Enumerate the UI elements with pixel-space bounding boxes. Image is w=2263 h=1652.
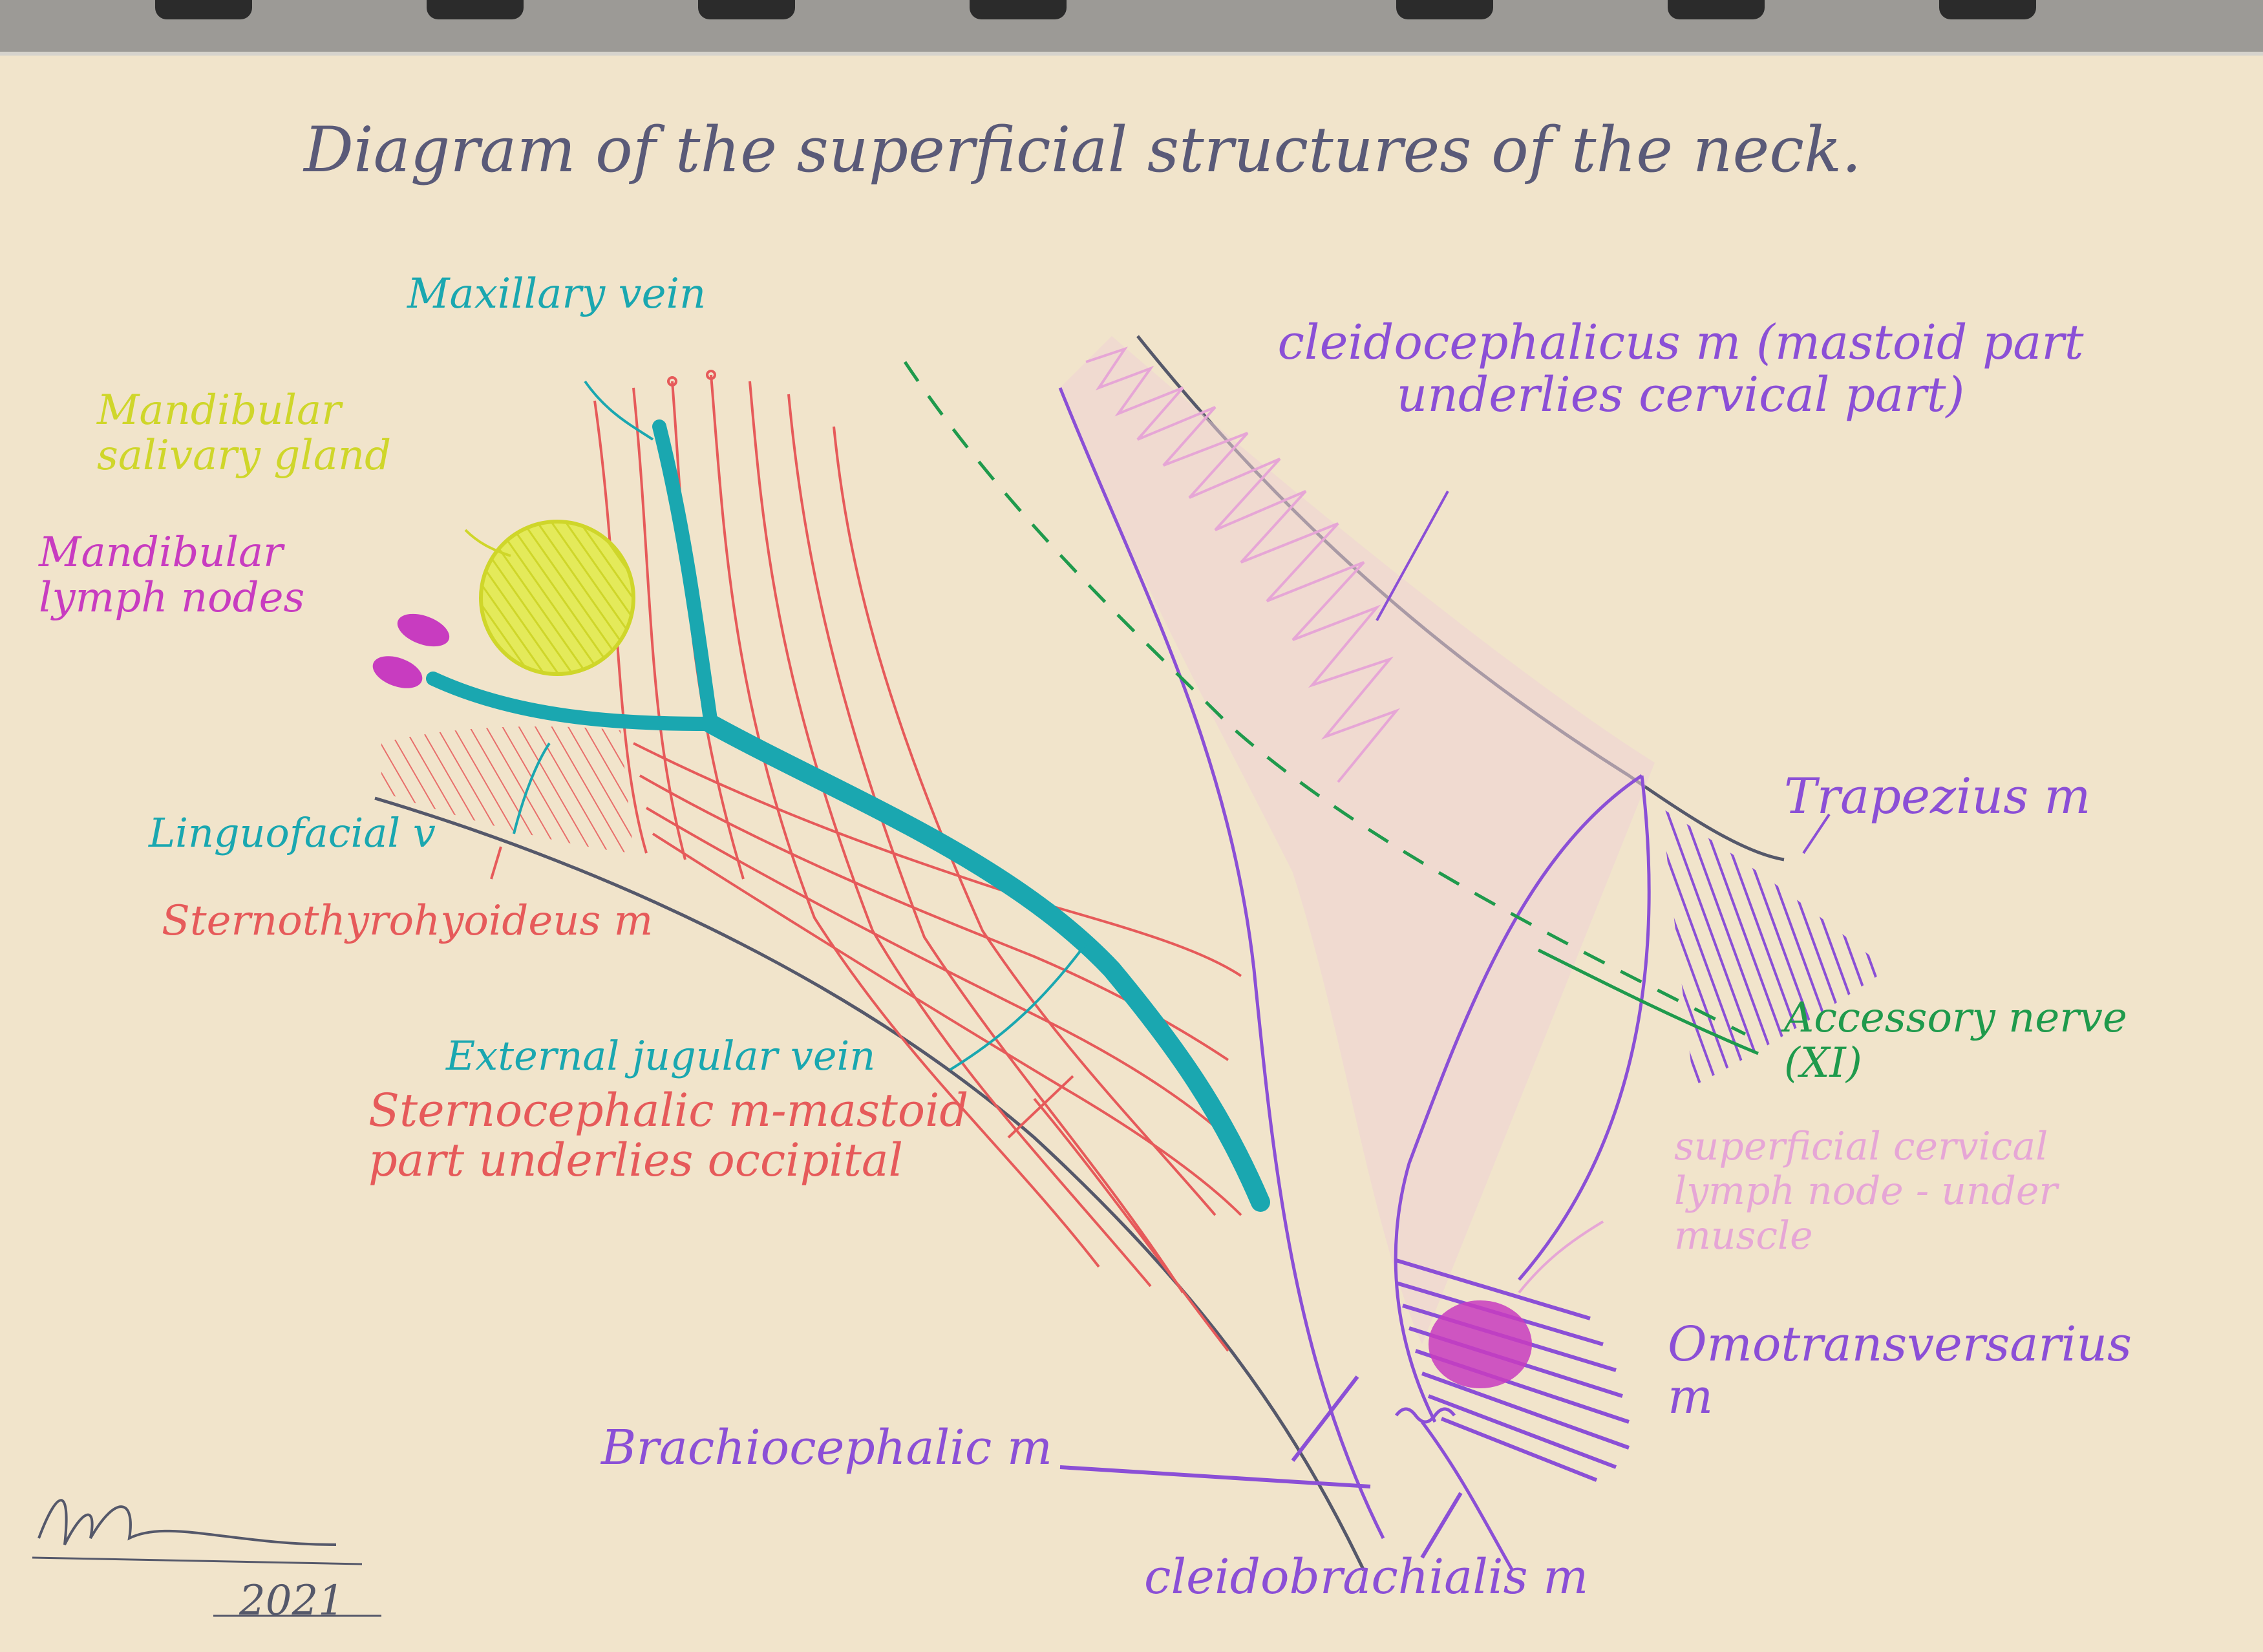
trapezius-m [1661,808,1887,1086]
superficial-cervical-lymph-node [1429,1300,1532,1388]
label-superficial-cervical-lymph-node: superficial cervical lymph node - under … [1674,1124,2058,1258]
paper-sheet [0,52,2263,1652]
sternothyrohyoideus-region [381,726,633,853]
linguofacial-vein [426,672,718,731]
maxillary-vein [652,419,718,731]
coil [1395,1407,1456,1424]
label-brachiocephalic: Brachiocephalic m [601,1420,1053,1476]
label-mandibular-salivary-gland: Mandibular salivary gland [97,387,392,480]
label-trapezius: Trapezius m [1784,767,2091,825]
accessory-nerve [903,361,1747,1036]
binder-strip [0,0,2263,52]
binder-ring [427,0,524,19]
veins [426,419,1270,1212]
label-maxillary-vein: Maxillary vein [407,270,707,318]
label-linguofacial-v: Linguofacial v [149,809,436,856]
mandibular-lymph-node [397,613,450,647]
mandibular-lymph-node [372,656,423,688]
page-title: Diagram of the superficial structures of… [304,114,1862,186]
cleidocephalicus-region [1060,336,1655,1344]
label-sternocephalic: Sternocephalic m-mastoid part underlies … [368,1084,969,1187]
binder-ring [698,0,795,19]
accessory-nerve-solid [1537,948,1759,1055]
cleidocephalicus-zigzag [1085,346,1401,783]
label-omotransversarius: Omotransversarius m [1668,1317,2132,1425]
label-cleidocephalicus: cleidocephalicus m (mastoid part underli… [1277,315,2084,423]
label-external-jugular-vein: External jugular vein [446,1032,876,1079]
binder-ring [970,0,1067,19]
binder-ring [155,0,252,19]
external-jugular-vein [701,714,1270,1212]
label-mandibular-lymph-nodes: Mandibular lymph nodes [39,529,305,622]
label-cleidobrachialis: cleidobrachialis m [1144,1549,1589,1605]
signature-year: 2021 [239,1577,345,1625]
pointers [464,380,1831,1559]
sternocephalic-fibers [593,370,1242,1352]
binder-ring [1939,0,2036,19]
neck-outline-ventral [374,796,1366,1572]
binder-ring [1668,0,1765,19]
mandibular-salivary-gland [479,520,635,676]
label-sternothyrohyoideus: Sternothyrohyoideus m [162,897,653,945]
binder-ring [1396,0,1493,19]
signature-scribble [37,1499,337,1546]
brachiocephalic-borders [1058,387,1651,1572]
label-accessory-nerve: Accessory nerve (XI) [1784,994,2127,1088]
